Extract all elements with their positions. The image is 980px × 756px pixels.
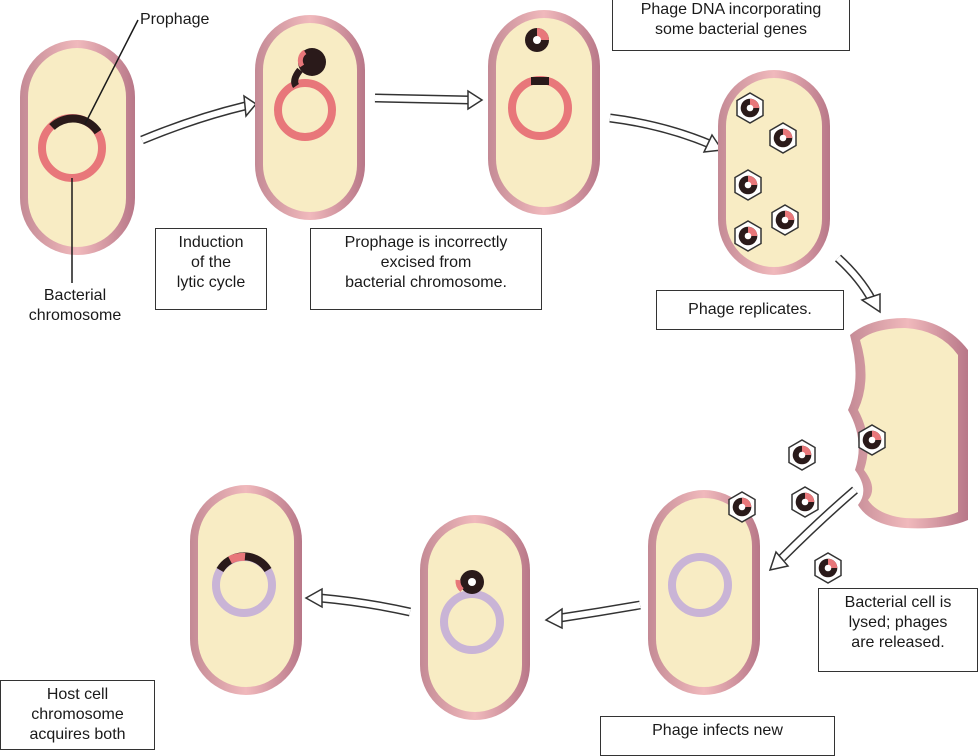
phage-particle <box>734 169 762 201</box>
transduced-bacterial-genes <box>228 552 246 564</box>
phage-particle <box>814 552 842 584</box>
arrow-1-head <box>243 94 258 118</box>
bacterial-cell-3 <box>488 10 600 215</box>
prophage-label: Prophage <box>140 11 210 28</box>
bacterial-cell-1 <box>20 19 139 283</box>
prophage-leader-line <box>84 19 139 125</box>
transduced-cell <box>190 485 302 695</box>
host-chromosome <box>668 553 732 617</box>
phage-particle <box>736 92 764 124</box>
arrow-1 <box>140 103 246 143</box>
phage-particle <box>771 204 799 236</box>
bacterial-chromosome <box>274 79 336 141</box>
arrow-4 <box>835 255 875 302</box>
lysed-cell <box>848 318 968 529</box>
bacterial-chromosome-label: Bacterial chromosome <box>28 287 122 324</box>
arrow-5 <box>779 487 857 561</box>
host-cell-box: Host cell chromosome acquires both <box>0 680 155 750</box>
arrow-7-head <box>304 587 323 609</box>
phage-particle <box>791 486 819 518</box>
arrow-6 <box>559 602 641 621</box>
prophage-segment <box>49 114 102 135</box>
lysed-box: Bacterial cell is lysed; phages are rele… <box>818 588 978 672</box>
arrow-3 <box>609 115 714 148</box>
phage-particle <box>728 491 756 523</box>
phage-particle <box>769 122 797 154</box>
phage-particle <box>858 424 886 456</box>
arrow-4-head <box>860 292 881 314</box>
phage-particle <box>788 439 816 471</box>
infects-box: Phage infects new <box>600 716 835 756</box>
arrow-6-head <box>544 607 563 630</box>
excision-box: Prophage is incorrectly excised from bac… <box>310 228 542 310</box>
arrow-2-head <box>467 89 484 111</box>
replicates-box: Phage replicates. <box>656 290 844 330</box>
new-host-cell <box>648 490 760 695</box>
induction-box: Induction of the lytic cycle <box>155 228 267 310</box>
arrow-3-head <box>702 133 724 153</box>
host-cell-integrating <box>420 515 530 720</box>
phage-particle <box>734 220 762 252</box>
arrow-2 <box>374 95 471 103</box>
arrow-5-head <box>768 550 790 572</box>
incorporating-box: Phage DNA incorporating some bacterial g… <box>612 0 850 51</box>
bacterial-cell-2 <box>255 15 365 220</box>
transduction-diagram <box>20 10 968 720</box>
arrow-7 <box>319 595 411 615</box>
